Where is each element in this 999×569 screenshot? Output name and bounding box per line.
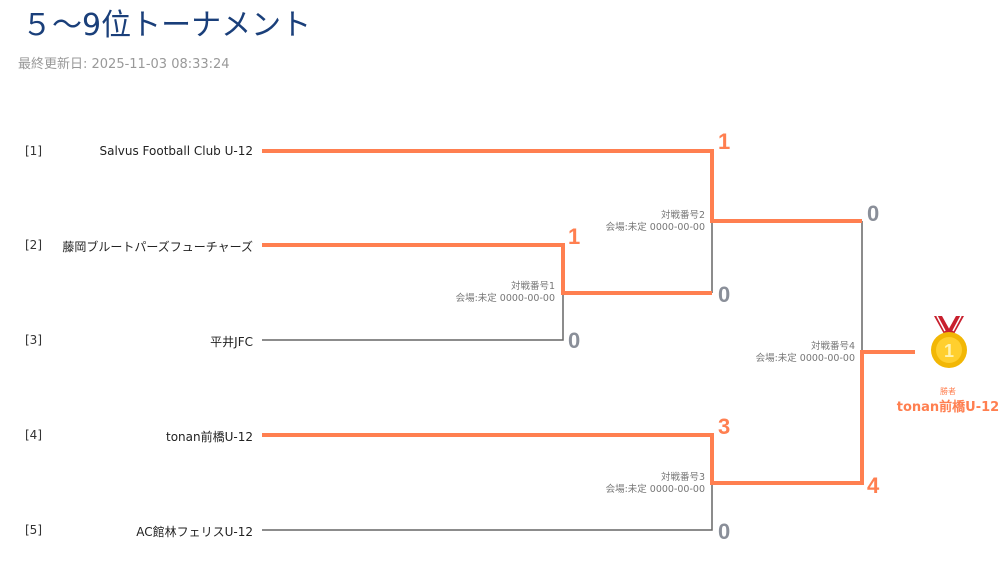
line-team1	[262, 149, 862, 223]
line-team5	[262, 483, 713, 531]
line-team2	[262, 243, 712, 295]
team-name: 藤岡ブルートパーズフューチャーズ	[62, 240, 253, 254]
score: 0	[867, 201, 880, 226]
score: 0	[718, 282, 731, 307]
winner-label: 勝者	[940, 387, 956, 396]
score: 3	[718, 414, 731, 439]
seed: [4]	[25, 428, 42, 442]
page-title: ５～9位トーナメント	[22, 8, 312, 43]
line-team3	[262, 293, 564, 341]
score: 1	[718, 129, 731, 154]
seed: [1]	[25, 144, 42, 158]
score: 1	[568, 224, 581, 249]
last-updated: 最終更新日: 2025-11-03 08:33:24	[18, 57, 230, 72]
line-team4	[262, 350, 915, 485]
score: 4	[867, 473, 880, 498]
seed: [3]	[25, 333, 42, 347]
score: 0	[568, 328, 581, 353]
seed: [2]	[25, 238, 42, 252]
team-name: AC館林フェリスU-12	[136, 525, 253, 539]
winner-name: tonan前橋U-12	[896, 400, 999, 415]
team-name: 平井JFC	[210, 335, 253, 349]
team-name: tonan前橋U-12	[166, 430, 253, 444]
score: 0	[718, 519, 731, 544]
team-name: Salvus Football Club U-12	[99, 144, 253, 158]
seed: [5]	[25, 523, 42, 537]
